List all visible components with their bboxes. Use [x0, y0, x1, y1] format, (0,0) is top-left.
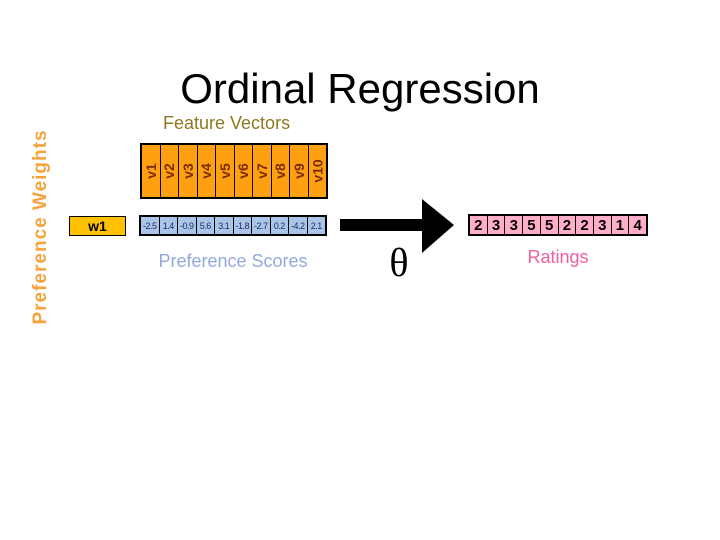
- feature-vector-cell: v1: [141, 144, 161, 198]
- preference-scores-label: Preference Scores: [158, 251, 308, 271]
- preference-score-cell: 2.1: [306, 216, 326, 235]
- slide-title: Ordinal Regression: [180, 65, 540, 113]
- arrow-right-icon: [340, 199, 454, 253]
- preference-score-cell: 0.2: [269, 216, 289, 235]
- rating-cell: 2: [557, 215, 577, 235]
- feature-vector-cell: v6: [233, 144, 253, 198]
- rating-cell: 5: [522, 215, 541, 235]
- preference-score-cell: -2.7: [251, 216, 271, 235]
- rating-cell: 3: [504, 215, 524, 235]
- rating-cell: 2: [575, 215, 594, 235]
- feature-vector-cell: v2: [159, 144, 179, 198]
- rating-cell: 4: [628, 215, 648, 235]
- rating-cell: 3: [592, 215, 612, 235]
- preference-score-cell: -0.9: [177, 216, 197, 235]
- rating-cell: 3: [486, 215, 506, 235]
- preference-score-cell: -1.8: [232, 216, 252, 235]
- feature-vector-cell: v4: [196, 144, 216, 198]
- preference-score-cell: -4.2: [288, 216, 308, 235]
- feature-vector-cell: v8: [270, 144, 290, 198]
- feature-vectors-label: Feature Vectors: [163, 113, 291, 133]
- rating-cell: 1: [610, 215, 630, 235]
- rating-cell: 2: [469, 215, 488, 235]
- rating-cell: 5: [539, 215, 559, 235]
- weight-w1-box: w1: [69, 216, 126, 236]
- feature-vector-cell: v3: [178, 144, 198, 198]
- feature-vector-cell: v10: [307, 144, 327, 198]
- preference-score-cell: 1.4: [158, 216, 178, 235]
- theta-symbol: θ: [389, 240, 409, 285]
- preference-score-cell: 5.6: [195, 216, 215, 235]
- preference-score-cell: 3.1: [214, 216, 234, 235]
- weight-w1-label: w1: [88, 218, 107, 234]
- feature-vector-cell: v7: [252, 144, 272, 198]
- preference-weights-label: Preference Weights: [30, 129, 51, 325]
- feature-vector-cell: v9: [289, 144, 309, 198]
- preference-score-cell: -2.5: [140, 216, 160, 235]
- ratings-label: Ratings: [527, 247, 589, 267]
- feature-vector-cell: v5: [215, 144, 235, 198]
